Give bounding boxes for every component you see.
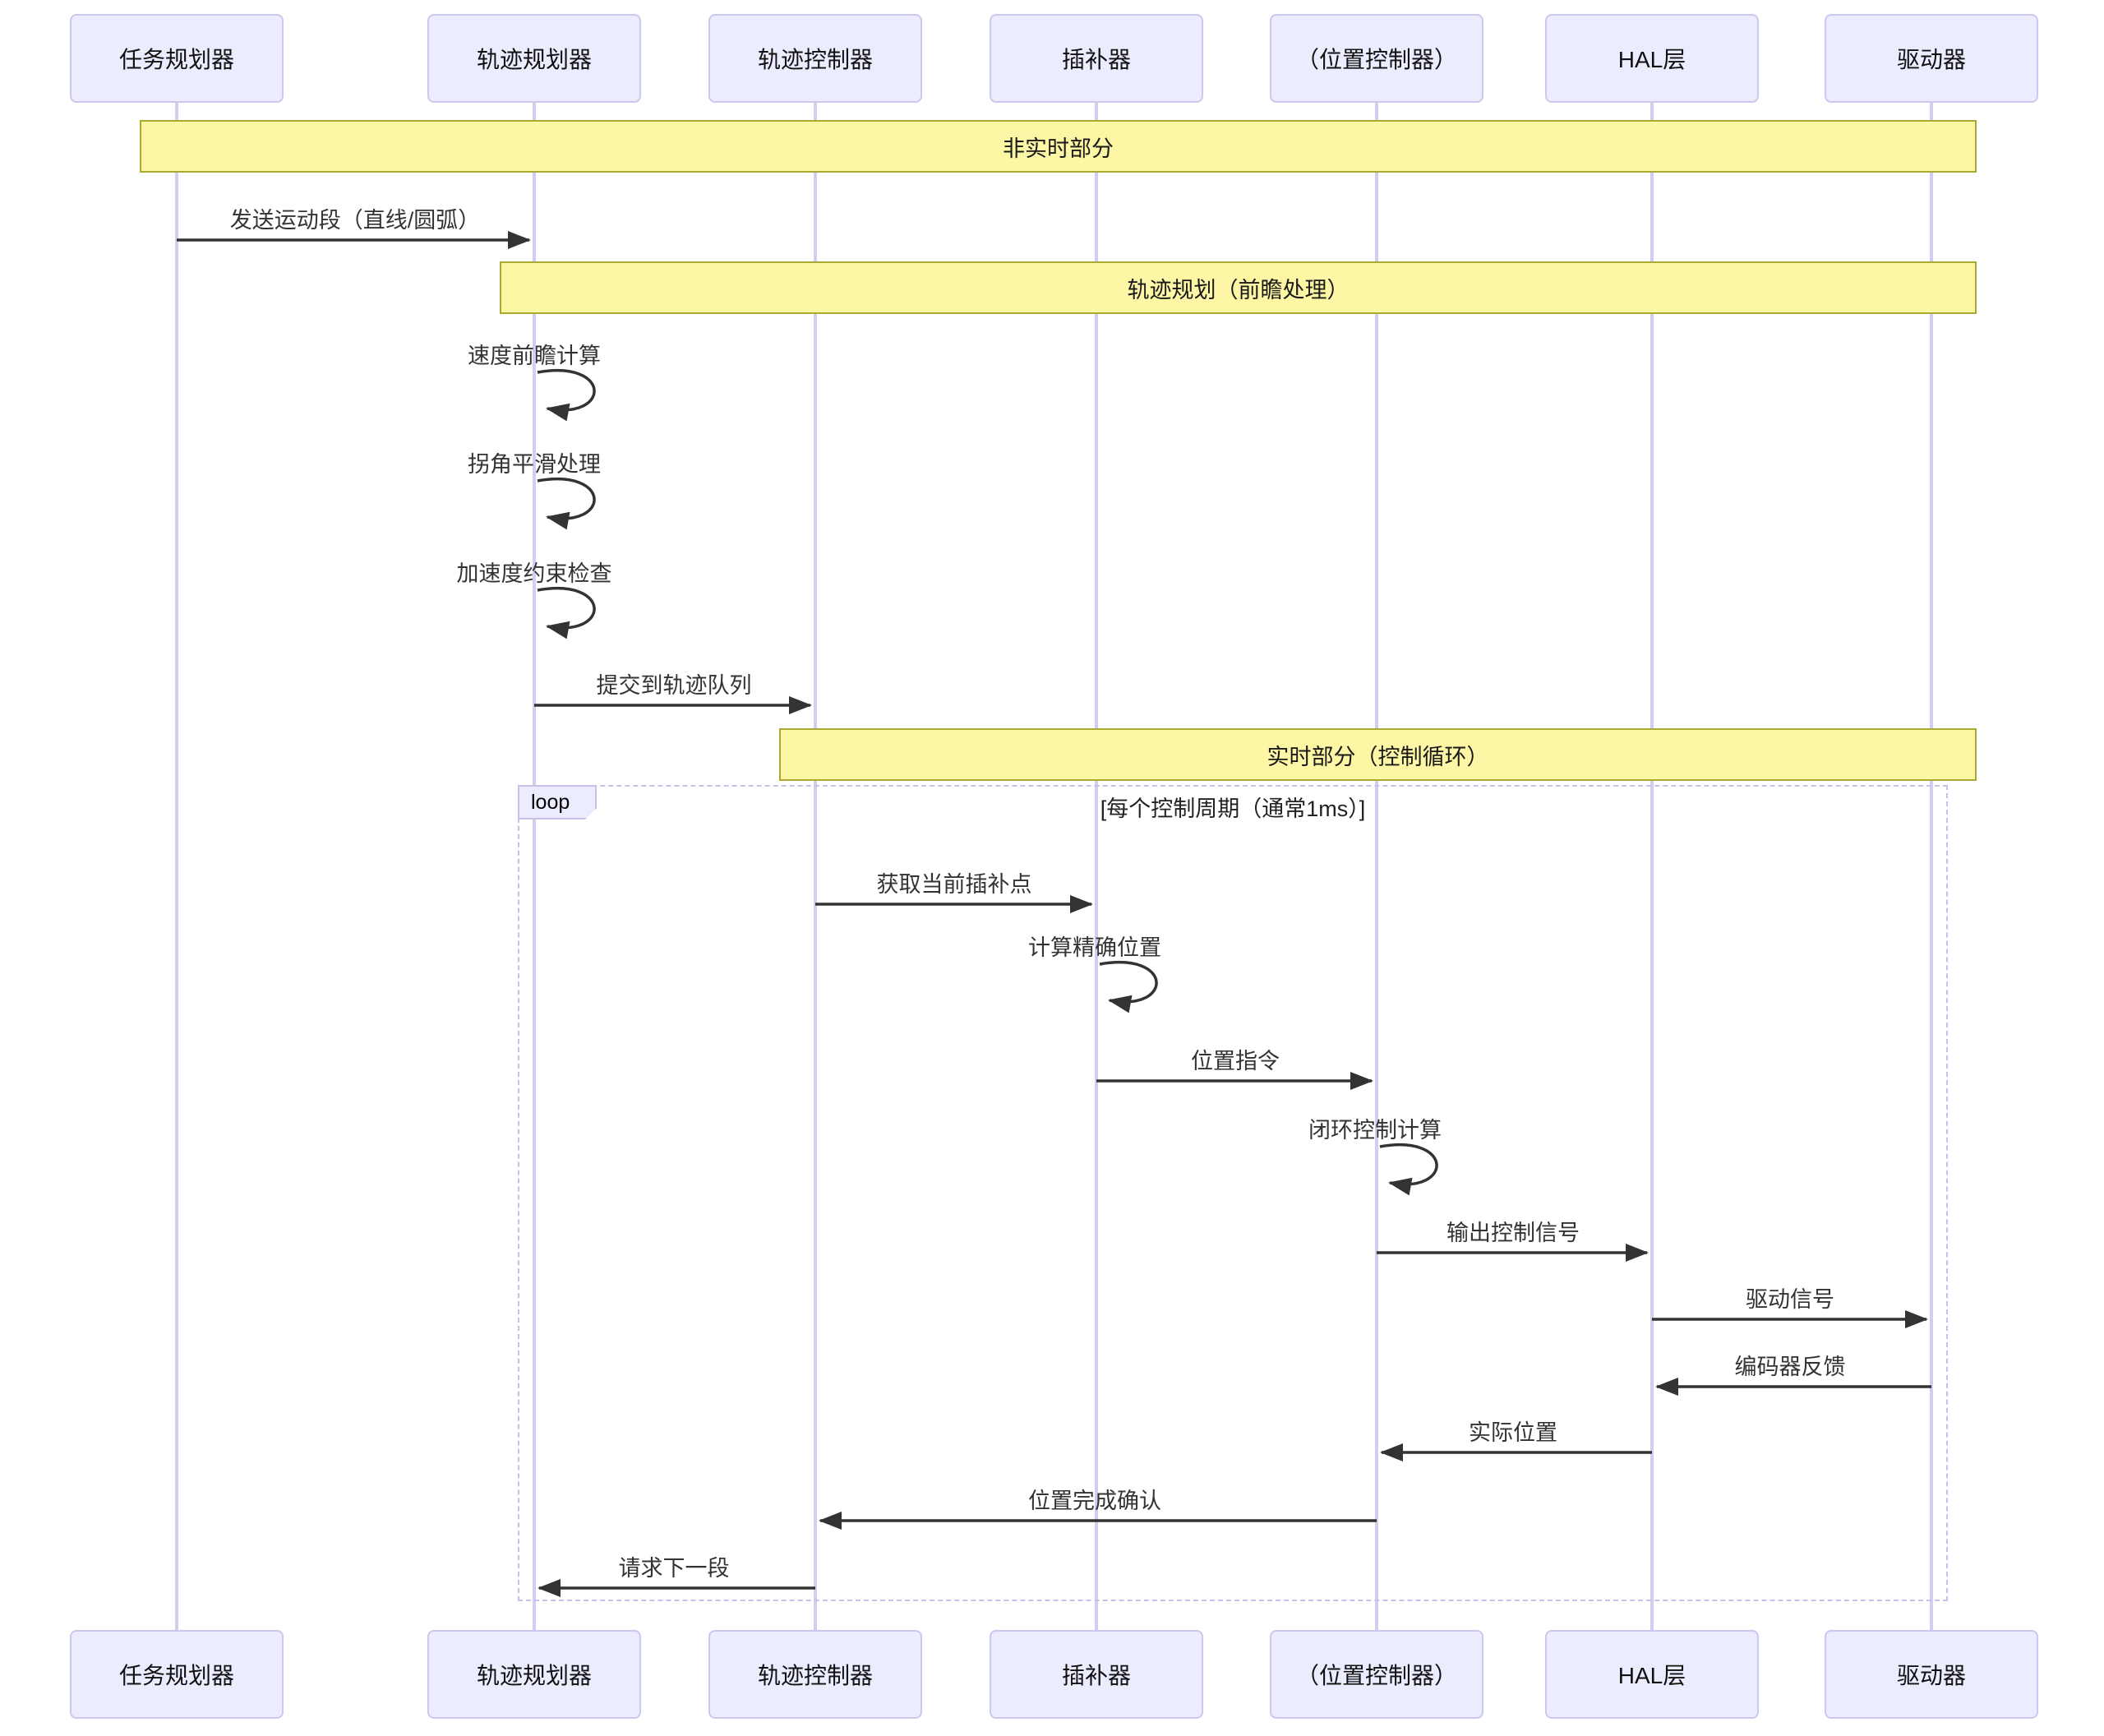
message-label-get-interp-point: 获取当前插补点 [876,872,1032,897]
actor-label: 插补器 [1061,47,1131,72]
actor-label: HAL层 [1617,1663,1686,1688]
lifeline-task-planner [175,103,178,1630]
actor-label: 轨迹规划器 [476,1663,592,1688]
actor-bottom-hal-layer: HAL层 [1545,1630,1759,1719]
actor-label: 驱动器 [1896,47,1966,72]
actor-top-task-planner: 任务规划器 [70,14,284,103]
actor-label: HAL层 [1617,47,1686,72]
actor-label: 驱动器 [1896,1663,1966,1688]
self-arrow-accel-constraint [537,587,596,639]
message-label-accel-constraint: 加速度约束检查 [456,561,612,586]
note-label: 非实时部分 [1003,136,1114,161]
message-label-output-control: 输出控制信号 [1446,1221,1580,1245]
actor-label: （位置控制器） [1295,1663,1457,1688]
actor-top-interpolator: 插补器 [990,14,1203,103]
self-arrow-velocity-lookahead [537,369,596,422]
actor-label: 轨迹控制器 [757,1663,873,1688]
message-label-encoder-feedback: 编码器反馈 [1734,1355,1846,1379]
message-label-compute-position: 计算精确位置 [1028,935,1161,960]
message-label-request-next: 请求下一段 [618,1556,730,1581]
message-label-submit-queue: 提交到轨迹队列 [596,673,752,698]
lifeline-interpolator [1095,103,1098,1630]
actor-top-position-controller: （位置控制器） [1270,14,1483,103]
message-label-velocity-lookahead: 速度前瞻计算 [468,344,601,368]
actor-top-trajectory-controller: 轨迹控制器 [708,14,922,103]
actor-label: 插补器 [1061,1663,1131,1688]
message-label-closed-loop-calc: 闭环控制计算 [1308,1118,1442,1143]
lifeline-driver [1930,103,1933,1630]
message-label-actual-position: 实际位置 [1469,1420,1557,1445]
message-label-drive-signal: 驱动信号 [1746,1287,1834,1312]
actor-label: 任务规划器 [118,1663,234,1688]
actor-label: 任务规划器 [118,47,234,72]
actor-bottom-trajectory-planner: 轨迹规划器 [427,1630,641,1719]
note-realtime-loop: 实时部分（控制循环） [779,728,1977,781]
actor-label: 轨迹控制器 [757,47,873,72]
lifeline-trajectory-controller [814,103,817,1630]
message-label-send-motion-segment: 发送运动段（直线/圆弧） [229,208,481,233]
self-arrow-corner-smoothing [537,478,596,530]
note-non-realtime: 非实时部分 [140,120,1977,173]
message-label-position-confirm: 位置完成确认 [1028,1489,1161,1513]
actor-bottom-interpolator: 插补器 [990,1630,1203,1719]
message-label-position-command: 位置指令 [1191,1049,1280,1073]
actor-top-hal-layer: HAL层 [1545,14,1759,103]
actor-bottom-position-controller: （位置控制器） [1270,1630,1483,1719]
note-trajectory-planning: 轨迹规划（前瞻处理） [500,261,1977,314]
actor-top-driver: 驱动器 [1825,14,2038,103]
actor-label: 轨迹规划器 [476,47,592,72]
actor-bottom-trajectory-controller: 轨迹控制器 [708,1630,922,1719]
message-label-corner-smoothing: 拐角平滑处理 [468,452,601,477]
lifeline-position-controller [1375,103,1378,1630]
self-arrow-compute-position [1099,961,1158,1013]
actor-label: （位置控制器） [1295,47,1457,72]
actor-top-trajectory-planner: 轨迹规划器 [427,14,641,103]
lifeline-hal-layer [1650,103,1654,1630]
lifeline-trajectory-planner [533,103,536,1630]
loop-operator-label: loop [518,785,597,820]
note-label: 实时部分（控制循环） [1267,744,1489,769]
note-label: 轨迹规划（前瞻处理） [1127,277,1350,302]
actor-bottom-driver: 驱动器 [1825,1630,2038,1719]
loop-frame [518,785,1948,1601]
self-arrow-closed-loop-calc [1379,1143,1438,1196]
loop-guard-text: [每个控制周期（通常1ms）] [1100,796,1366,821]
actor-bottom-task-planner: 任务规划器 [70,1630,284,1719]
